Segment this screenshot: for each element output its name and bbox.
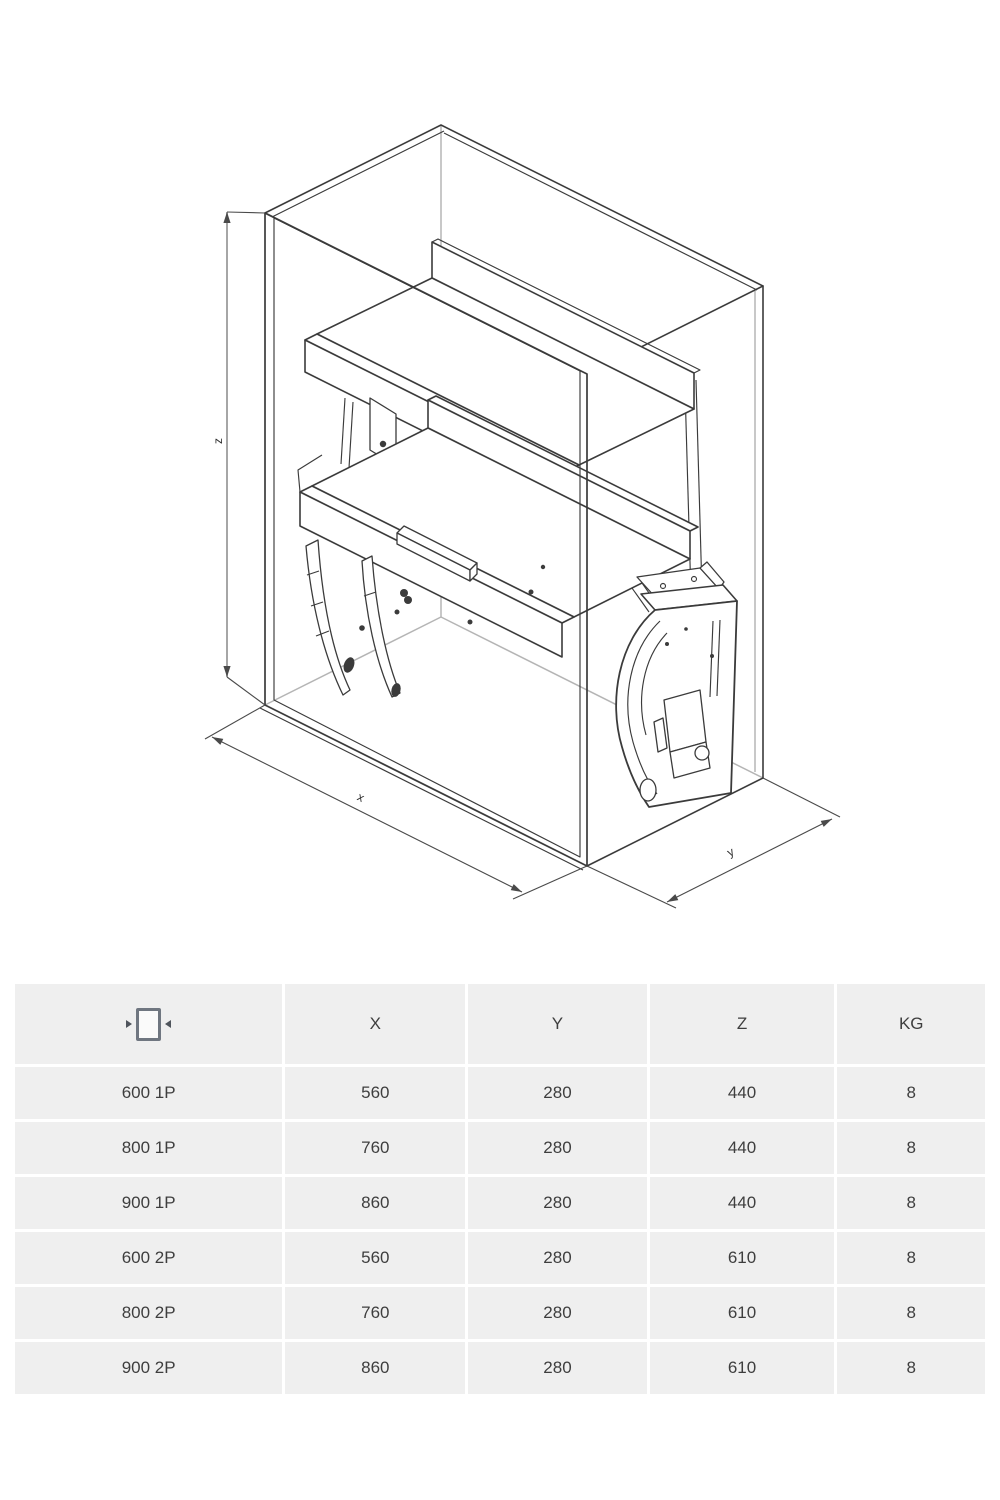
left-lift-arm	[305, 539, 401, 698]
x-cell: 860	[285, 1177, 466, 1229]
kg-cell: 8	[837, 1067, 985, 1119]
pulldown-shelf-isometric-drawing: z x y	[204, 124, 841, 909]
pulldown-unit	[297, 238, 703, 698]
dimension-label-y: y	[725, 845, 737, 860]
dimension-y: y	[586, 777, 841, 909]
model-cell: 900 1P	[15, 1177, 283, 1229]
dimension-label-x: x	[355, 790, 367, 805]
z-cell: 610	[649, 1342, 835, 1394]
lower-tray	[297, 395, 699, 658]
z-cell: 610	[649, 1287, 835, 1339]
table-row: 600 2P 560 280 610 8	[15, 1232, 985, 1284]
kg-cell: 8	[837, 1342, 985, 1394]
dimension-x: x	[204, 704, 588, 900]
y-cell: 280	[468, 1177, 647, 1229]
kg-cell: 8	[837, 1122, 985, 1174]
dimension-label-z: z	[211, 438, 225, 444]
y-cell: 280	[468, 1342, 647, 1394]
model-cell: 900 2P	[15, 1342, 283, 1394]
header-col-x: X	[285, 984, 466, 1064]
header-col-kg: KG	[837, 984, 985, 1064]
tray-handle	[396, 525, 478, 582]
z-cell: 440	[649, 1177, 835, 1229]
table-row: 800 2P 760 280 610 8	[15, 1287, 985, 1339]
header-col-z: Z	[649, 984, 835, 1064]
x-cell: 560	[285, 1067, 466, 1119]
cabinet-outer-edges	[259, 124, 764, 871]
y-cell: 280	[468, 1122, 647, 1174]
x-cell: 560	[285, 1232, 466, 1284]
table-row: 800 1P 760 280 440 8	[15, 1122, 985, 1174]
x-cell: 760	[285, 1287, 466, 1339]
model-cell: 600 2P	[15, 1232, 283, 1284]
kg-cell: 8	[837, 1177, 985, 1229]
z-cell: 440	[649, 1122, 835, 1174]
header-col-y: Y	[468, 984, 647, 1064]
table-row: 900 2P 860 280 610 8	[15, 1342, 985, 1394]
z-cell: 440	[649, 1067, 835, 1119]
z-cell: 610	[649, 1232, 835, 1284]
kg-cell: 8	[837, 1287, 985, 1339]
y-cell: 280	[468, 1067, 647, 1119]
header-icon-cell	[15, 984, 283, 1064]
spring-mechanism	[615, 561, 738, 808]
dimension-spec-table: X Y Z KG 600 1P 560 280 440 8 800 1P 760…	[12, 981, 988, 1397]
x-cell: 760	[285, 1122, 466, 1174]
model-cell: 800 1P	[15, 1122, 283, 1174]
model-cell: 800 2P	[15, 1287, 283, 1339]
table-row: 900 1P 860 280 440 8	[15, 1177, 985, 1229]
x-cell: 860	[285, 1342, 466, 1394]
kg-cell: 8	[837, 1232, 985, 1284]
arrow-left-icon	[165, 1020, 172, 1028]
dimension-z: z	[211, 211, 266, 706]
table-row: 600 1P 560 280 440 8	[15, 1067, 985, 1119]
cabinet-rect-icon	[136, 1007, 162, 1041]
table-header-row: X Y Z KG	[15, 984, 985, 1064]
cabinet-width-arrows-icon	[126, 1007, 172, 1041]
arrow-right-icon	[126, 1020, 133, 1028]
y-cell: 280	[468, 1287, 647, 1339]
technical-drawing-area: z x y	[204, 124, 841, 909]
model-cell: 600 1P	[15, 1067, 283, 1119]
y-cell: 280	[468, 1232, 647, 1284]
